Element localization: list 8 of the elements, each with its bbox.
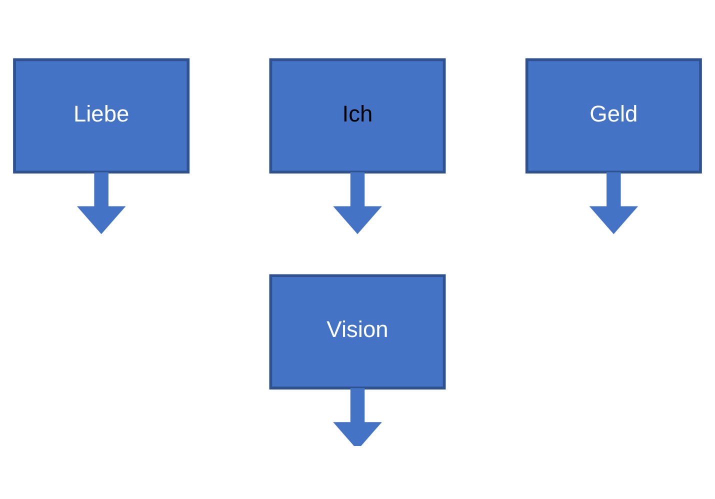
arrow — [333, 388, 382, 446]
node-box: Vision — [269, 274, 446, 389]
node-box: Geld — [525, 58, 702, 174]
arrow — [589, 172, 638, 234]
arrow — [333, 172, 382, 234]
arrow — [76, 172, 126, 234]
node-box: Ich — [269, 58, 446, 174]
node-box: Liebe — [13, 58, 190, 174]
